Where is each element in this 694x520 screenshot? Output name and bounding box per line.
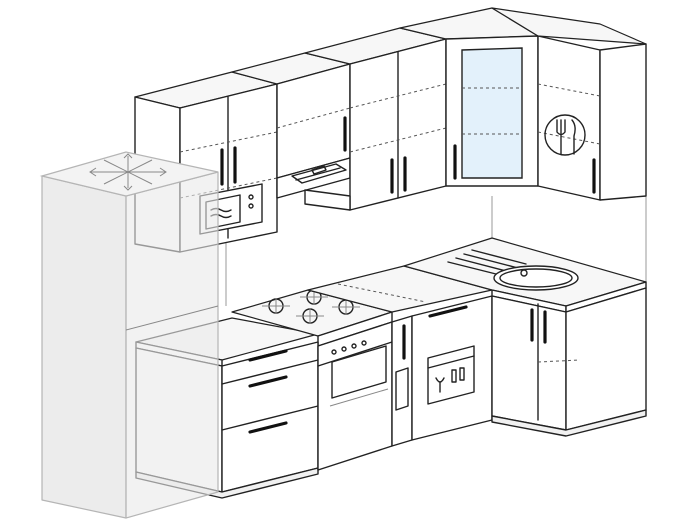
cutlery-icon bbox=[544, 114, 586, 156]
snowflake-icon bbox=[89, 153, 167, 191]
upper-cabinet-hood bbox=[231, 52, 351, 199]
oven-icon bbox=[317, 321, 393, 471]
sink-icon bbox=[493, 265, 579, 291]
range-hood bbox=[291, 163, 347, 184]
base-cabinet-corner bbox=[491, 287, 647, 437]
upper-cabinet-corner-glass bbox=[399, 7, 539, 187]
upper-cabinet-right bbox=[491, 7, 647, 201]
base-cabinet-narrow bbox=[391, 315, 413, 447]
fridge bbox=[39, 151, 219, 519]
dishwasher-icon bbox=[411, 295, 493, 441]
wall-outline bbox=[225, 196, 647, 306]
